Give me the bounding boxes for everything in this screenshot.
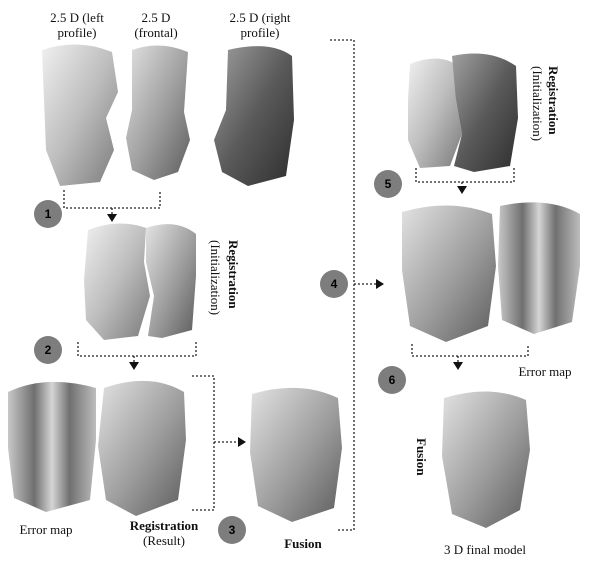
face-registration-result — [98, 381, 186, 516]
label-registration-init-b: Registration — [546, 66, 560, 135]
label-right-profile-line2: profile) — [210, 25, 310, 40]
step-badge-2: 2 — [34, 336, 62, 364]
step-badge-1: 1 — [34, 200, 62, 228]
step-badge-6: 6 — [378, 366, 406, 394]
face-error-map-right — [498, 202, 580, 334]
label-fusion-center: Fusion — [268, 536, 338, 551]
face-right-profile — [214, 46, 294, 186]
face-registration-right — [402, 205, 496, 342]
label-error-map-left: Error map — [6, 522, 86, 537]
label-registration-init-b-sub: (Initialization) — [530, 66, 544, 141]
step-badge-3: 3 — [218, 516, 246, 544]
face-left-profile — [42, 44, 118, 186]
label-registration-init-a: Registration — [226, 240, 240, 309]
step-badge-4: 4 — [320, 270, 348, 298]
label-registration-result-sub: (Result) — [116, 533, 212, 548]
face-error-map-left — [8, 382, 96, 512]
face-fusion-center — [250, 388, 342, 522]
label-frontal-line1: 2.5 D — [116, 10, 196, 25]
face-registration-init — [84, 223, 150, 340]
face-frontal — [126, 45, 190, 180]
label-frontal-line2: (frontal) — [116, 25, 196, 40]
label-registration-result-title: Registration — [116, 518, 212, 533]
label-registration-init-a-sub: (Initialization) — [208, 240, 222, 315]
label-right-profile-line1: 2.5 D (right — [210, 10, 310, 25]
label-frontal: 2.5 D (frontal) — [116, 10, 196, 40]
face-registration-init-profile — [146, 224, 196, 338]
step-badge-5: 5 — [374, 170, 402, 198]
face-final-model — [442, 391, 530, 528]
label-registration-result: Registration (Result) — [116, 518, 212, 548]
face-registration-init-b-dark — [452, 54, 518, 172]
label-final-model: 3 D final model — [430, 542, 540, 557]
label-right-profile: 2.5 D (right profile) — [210, 10, 310, 40]
label-fusion-right: Fusion — [414, 438, 428, 476]
label-error-map-right: Error map — [510, 364, 580, 379]
